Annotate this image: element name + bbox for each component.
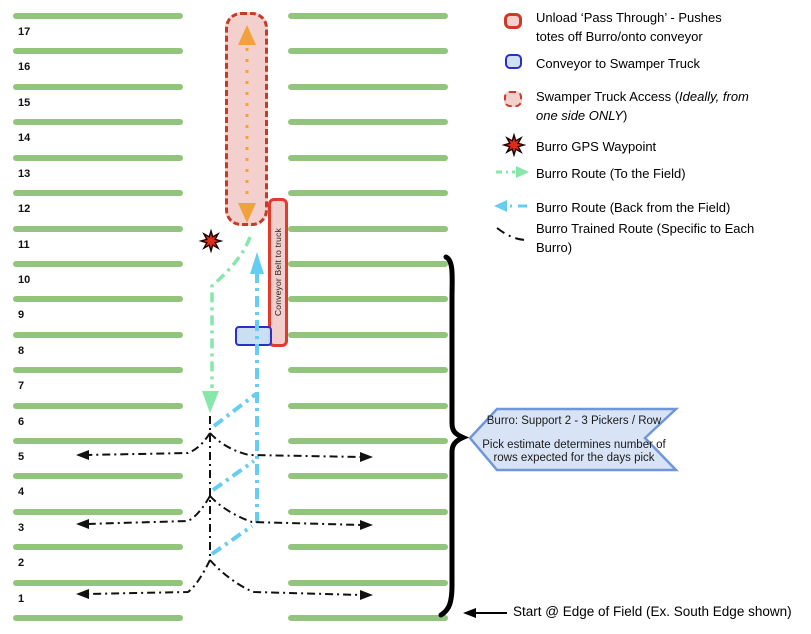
- row-number-label: 17: [18, 26, 31, 38]
- legend-route-to-field-label: Burro Route (To the Field): [536, 166, 686, 181]
- field-row-bar-left: [13, 84, 183, 90]
- field-row-bar-left: [13, 615, 183, 621]
- trained-route-row1-right: [209, 559, 363, 596]
- field-row-bar-left: [13, 190, 183, 196]
- field-row-bar-right: [288, 190, 448, 196]
- trained-route-row1-left: [85, 559, 211, 595]
- row-number-label: 15: [18, 97, 31, 109]
- legend-swamper-italic: Ideally, from one side ONLY: [536, 89, 749, 123]
- legend-gps-label: Burro GPS Waypoint: [536, 139, 657, 154]
- field-row-bar-right: [288, 296, 448, 302]
- rows-brace: [438, 254, 470, 618]
- callout-line1: Burro: Support 2 - 3 Pickers / Row: [486, 415, 662, 427]
- callout-text: Burro: Support 2 - 3 Pickers / Row Pick …: [478, 415, 670, 465]
- row-number-label: 10: [18, 274, 31, 286]
- route-back-branch-3: [210, 524, 254, 556]
- trained-route-legend-icon: [496, 227, 526, 241]
- legend-swamper-suffix: ): [622, 108, 628, 123]
- field-row-bar-left: [13, 296, 183, 302]
- field-row-bar-left: [13, 226, 183, 232]
- unload-pass-through-icon: [504, 13, 522, 29]
- field-row-bar-left: [13, 438, 183, 444]
- field-row-bar-right: [288, 473, 448, 479]
- trained-route-row5-left-arrow-icon: [76, 450, 89, 460]
- row-number-label: 3: [18, 522, 25, 534]
- row-number-label: 4: [18, 486, 25, 498]
- field-row-bar-left: [13, 119, 183, 125]
- row-number-label: 7: [18, 380, 25, 392]
- field-row-bar-right: [288, 367, 448, 373]
- field-row-bar-left: [13, 13, 183, 19]
- route-to-field-legend-icon: [496, 166, 529, 178]
- field-row-bar-right: [288, 544, 448, 550]
- field-row-bar-right: [288, 615, 448, 621]
- legend-route-back-label: Burro Route (Back from the Field): [536, 200, 731, 215]
- route-back-branch-1: [212, 392, 258, 428]
- trained-route-row1-left-arrow-icon: [76, 589, 89, 599]
- field-row-bar-right: [288, 13, 448, 19]
- field-row-bar-right: [288, 580, 448, 586]
- conveyor-to-truck-icon: [505, 54, 522, 69]
- row-number-label: 5: [18, 451, 25, 463]
- field-row-bar-right: [288, 332, 448, 338]
- row-number-label: 14: [18, 132, 31, 144]
- conveyor-belt-box: Conveyor Belt to truck: [268, 198, 288, 347]
- field-row-bar-right: [288, 48, 448, 54]
- row-number-label: 2: [18, 557, 25, 569]
- conveyor-belt-label: Conveyor Belt to truck: [273, 228, 283, 317]
- start-note-arrow-icon: [463, 608, 476, 618]
- row-number-label: 16: [18, 61, 31, 73]
- legend-conveyor-label: Conveyor to Swamper Truck: [536, 56, 701, 71]
- field-row-bar-left: [13, 509, 183, 515]
- field-row-bar-left: [13, 367, 183, 373]
- field-row-bar-left: [13, 580, 183, 586]
- start-note-label: Start @ Edge of Field (Ex. South Edge sh…: [513, 604, 792, 619]
- field-row-bar-right: [288, 403, 448, 409]
- field-row-bar-right: [288, 226, 448, 232]
- field-row-bar-left: [13, 403, 183, 409]
- field-row-bar-right: [288, 261, 448, 267]
- field-row-bar-left: [13, 48, 183, 54]
- field-row-bar-left: [13, 473, 183, 479]
- field-row-bar-right: [288, 119, 448, 125]
- field-row-bar-left: [13, 261, 183, 267]
- trained-route-row5-right: [209, 432, 363, 458]
- field-row-bar-right: [288, 155, 448, 161]
- row-number-label: 9: [18, 309, 25, 321]
- legend-swamper-access-label: Swamper Truck Access (Ideally, from one …: [536, 87, 764, 125]
- route-back-arrow-icon: [250, 252, 264, 274]
- row-number-label: 11: [18, 239, 30, 251]
- gps-waypoint-icon: [198, 228, 224, 254]
- row-number-label: 12: [18, 203, 31, 215]
- legend-unload-label: Unload ‘Pass Through’ - Pushes totes off…: [536, 10, 722, 44]
- row-number-label: 6: [18, 416, 25, 428]
- field-row-bar-right: [288, 509, 448, 515]
- legend-trained-route-label: Burro Trained Route (Specific to Each Bu…: [536, 221, 755, 255]
- gps-waypoint-legend-icon: [502, 133, 526, 157]
- trained-route-row5-right-arrow-icon: [360, 452, 373, 462]
- field-row-bar-right: [288, 84, 448, 90]
- conveyor-to-swamper-truck-box: [235, 326, 272, 346]
- route-back-branch-2: [211, 459, 256, 492]
- trained-route-row3-right-arrow-icon: [360, 520, 373, 530]
- route-to-field-path: [210, 236, 252, 388]
- row-number-label: 13: [18, 168, 31, 180]
- row-number-label: 8: [18, 345, 25, 357]
- legend-swamper-prefix: Swamper Truck Access (: [536, 89, 680, 104]
- field-row-bar-left: [13, 544, 183, 550]
- trained-route-row3-left-arrow-icon: [76, 519, 89, 529]
- trained-route-row5-left: [85, 432, 211, 456]
- field-row-bar-left: [13, 155, 183, 161]
- route-to-field-arrow-icon: [202, 391, 219, 413]
- route-back-legend-icon: [494, 200, 528, 212]
- trained-route-row1-right-arrow-icon: [360, 590, 373, 600]
- row-number-label: 1: [18, 593, 25, 605]
- field-row-bar-left: [13, 332, 183, 338]
- field-row-bar-right: [288, 438, 448, 444]
- swamper-access-icon: [504, 91, 522, 107]
- callout-line2: Pick estimate determines number of rows …: [482, 439, 666, 464]
- swamper-truck-access-zone: [225, 12, 268, 226]
